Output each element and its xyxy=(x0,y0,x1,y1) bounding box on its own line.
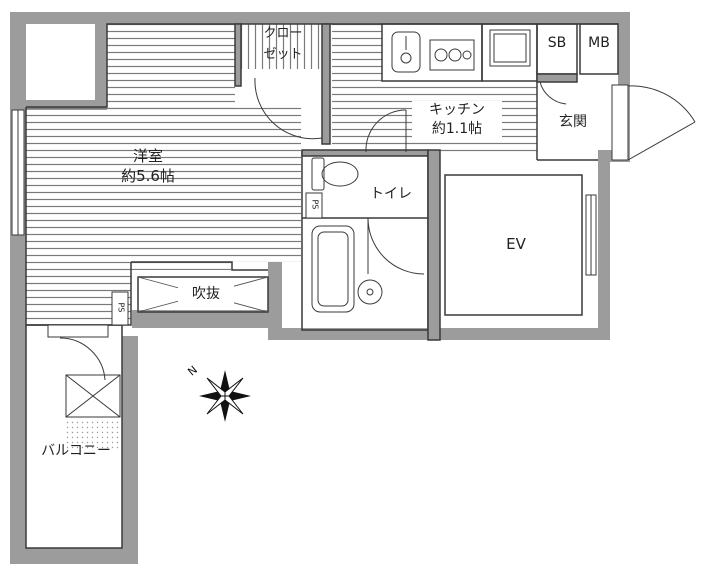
room-label-entrance: 玄関 xyxy=(548,113,598,132)
toilet-name: トイレ xyxy=(370,186,412,202)
closet-line-2: ゼット xyxy=(263,46,303,62)
pipe-space-label-2: PS xyxy=(116,302,126,313)
western-room-name: 洋室 xyxy=(132,147,163,165)
bath-fixtures xyxy=(311,225,383,313)
room-label-elevator: EV xyxy=(486,234,546,254)
kitchen-size: 約1.1帖 xyxy=(431,120,483,137)
kitchen-fixtures xyxy=(391,29,531,73)
shoe-box-label: SB xyxy=(547,35,567,51)
closet-floor xyxy=(240,24,325,69)
room-label-closet: クロー ゼット xyxy=(248,24,318,66)
interior-walls xyxy=(25,23,619,549)
western-room-size: 約5.6帖 xyxy=(121,167,175,186)
room-label-toilet: トイレ xyxy=(356,185,426,204)
doors xyxy=(47,77,696,381)
room-label-balcony: バルコニー xyxy=(30,442,122,461)
kitchen-floor xyxy=(332,24,537,152)
windows xyxy=(11,84,629,276)
compass-rose-icon xyxy=(199,370,251,422)
pipe-space-label-1: PS xyxy=(310,199,320,210)
toilet-fixture xyxy=(311,157,359,191)
compass-north-label: N xyxy=(185,363,200,378)
closet-line-1: クロー xyxy=(263,26,303,41)
meter-box-label: MB xyxy=(588,35,610,51)
kitchen-name: キッチン xyxy=(429,102,485,118)
entrance-name: 玄関 xyxy=(559,114,587,130)
void-name: 吹抜 xyxy=(192,286,220,302)
room-label-western: 洋室 約5.6帖 xyxy=(108,146,188,187)
room-label-void: 吹抜 xyxy=(178,285,234,304)
balcony-ac-unit xyxy=(65,374,121,450)
balcony-name: バルコニー xyxy=(41,443,111,459)
pipe-space-block-1 xyxy=(305,192,323,219)
pipe-space-block-2 xyxy=(111,291,129,326)
room-label-kitchen: キッチン 約1.1帖 xyxy=(412,101,502,139)
elevator-name: EV xyxy=(506,235,526,253)
